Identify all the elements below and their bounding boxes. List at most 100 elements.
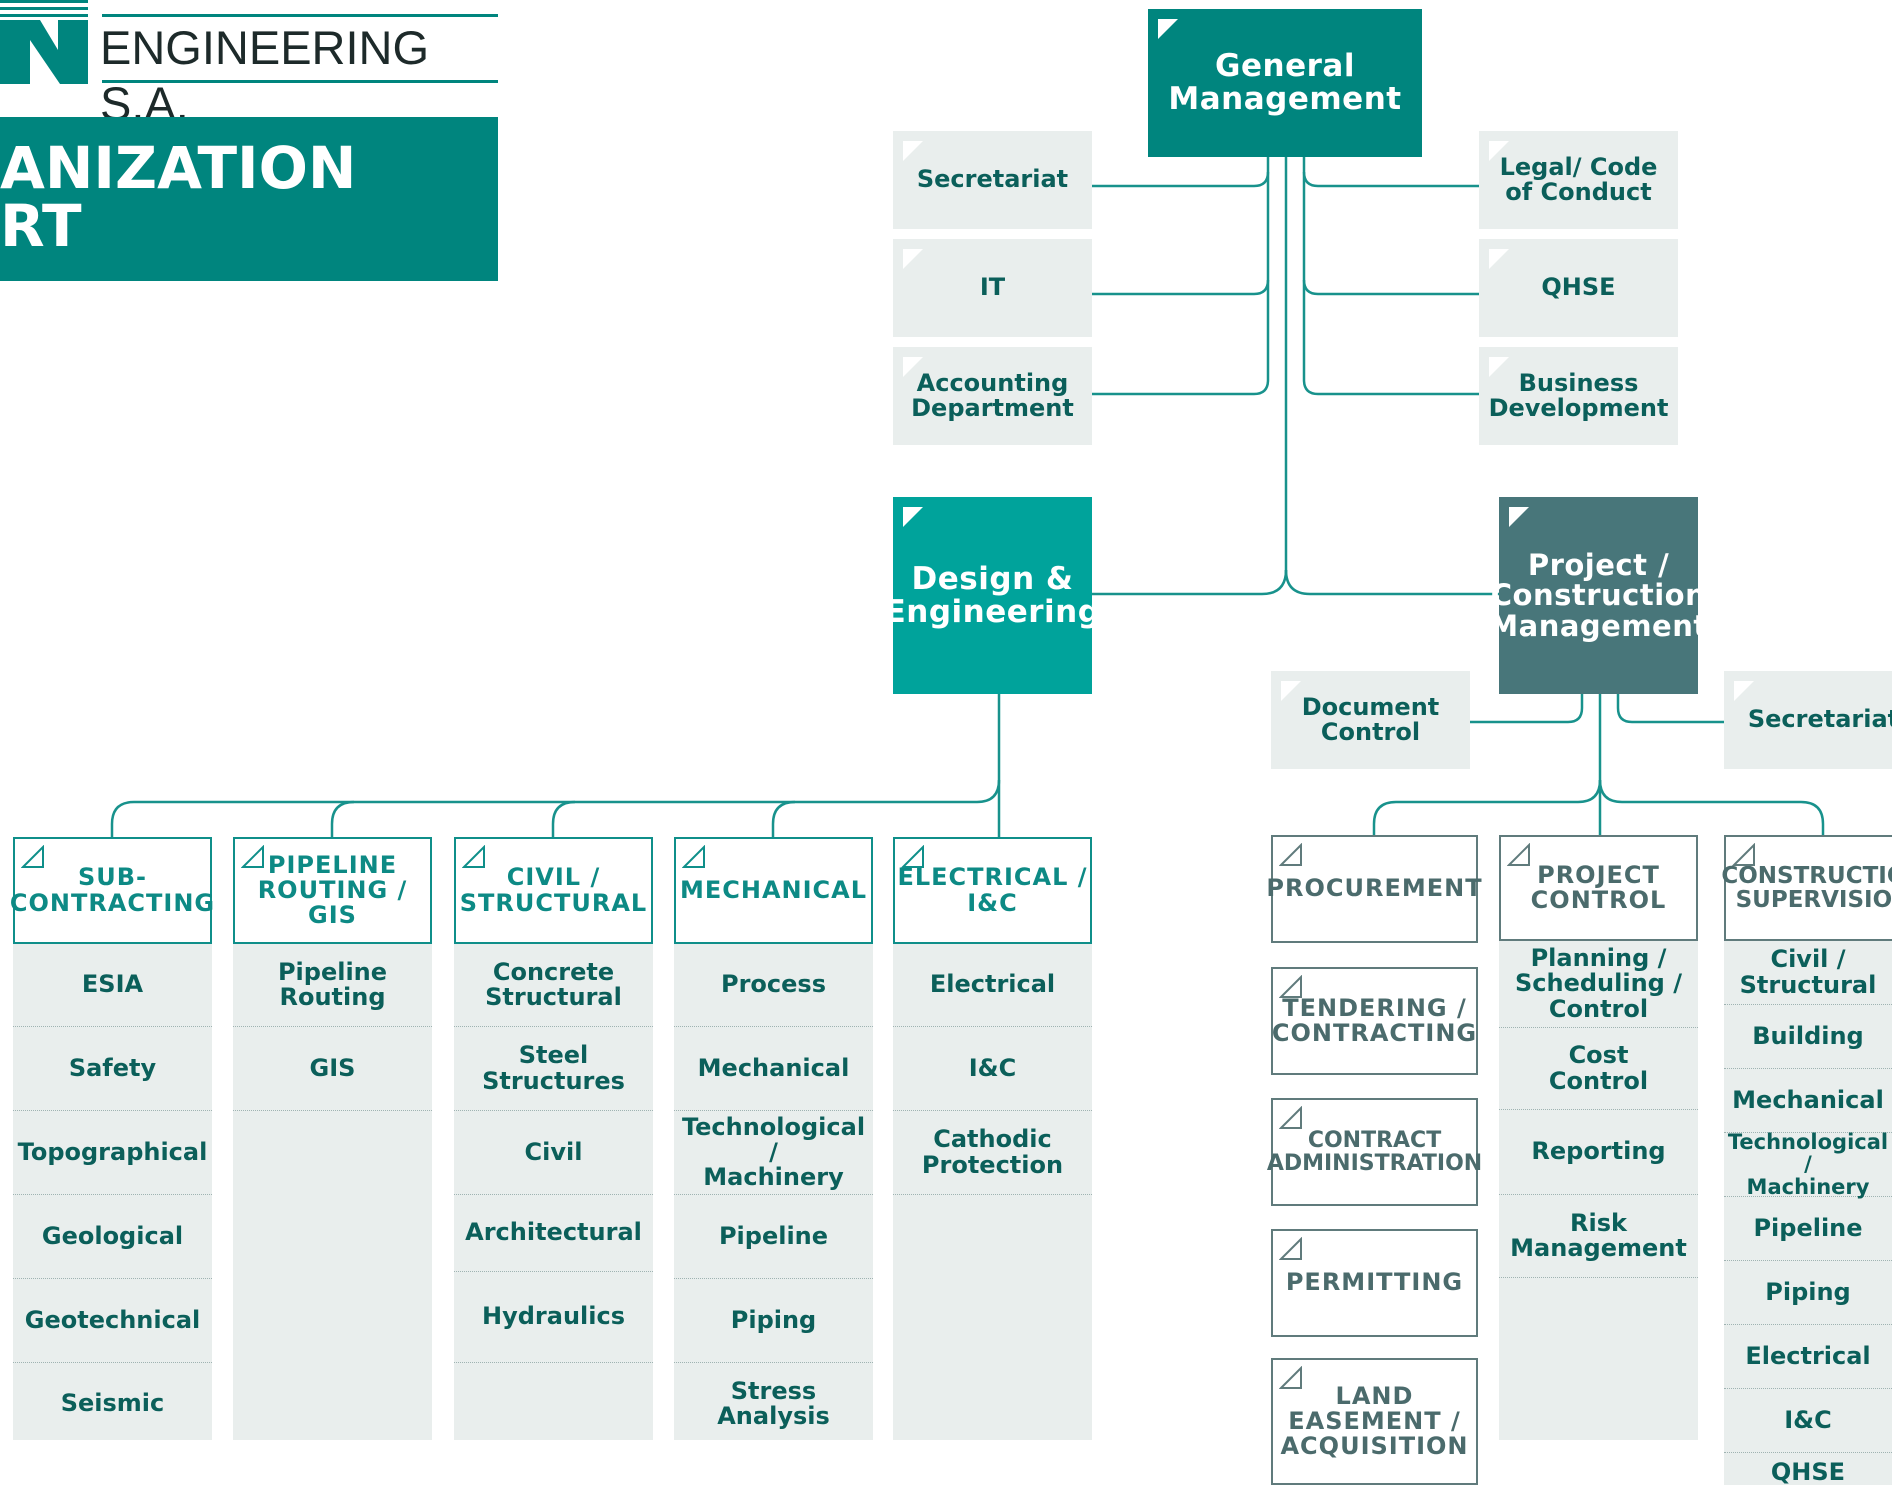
- corner-fold-icon: [903, 507, 923, 527]
- staff-label: Accounting Department: [911, 368, 1074, 422]
- corner-fold-icon: [1279, 1106, 1302, 1129]
- document-control-box[interactable]: Document Control: [1271, 671, 1470, 769]
- staff-label: Legal/ Code of Conduct: [1499, 152, 1658, 206]
- stack-title: LAND EASEMENT / ACQUISITION: [1280, 1381, 1469, 1461]
- tendering-contracting-box[interactable]: TENDERING / CONTRACTING: [1271, 967, 1478, 1075]
- list-item: Architectural: [454, 1195, 653, 1272]
- list-item: Concrete Structural: [454, 944, 653, 1027]
- stack-title: TENDERING / CONTRACTING: [1271, 993, 1478, 1047]
- project-control-header[interactable]: PROJECT CONTROL: [1499, 835, 1698, 941]
- list-item: Hydraulics: [454, 1272, 653, 1363]
- staff-label: QHSE: [1541, 273, 1616, 302]
- corner-fold-icon: [903, 357, 923, 377]
- dept-subcontracting-header[interactable]: SUB- CONTRACTING: [9, 837, 216, 944]
- land-easement-box[interactable]: LAND EASEMENT / ACQUISITION: [1271, 1358, 1478, 1485]
- staff-label: Business Development: [1488, 368, 1669, 422]
- list-item: Reporting: [1499, 1110, 1698, 1195]
- staff-legal[interactable]: Legal/ Code of Conduct: [1479, 131, 1678, 229]
- project-management-label: Project / Construction Management: [1489, 547, 1708, 643]
- corner-fold-icon: [901, 845, 924, 868]
- project-secretariat-label: Secretariat: [1747, 705, 1892, 734]
- list-item: Piping: [674, 1279, 873, 1363]
- list-item: Electrical: [893, 944, 1092, 1027]
- dept-title: PIPELINE ROUTING / GIS: [257, 850, 408, 930]
- construction-supervision-list: Civil / Structural Building Mechanical T…: [1724, 941, 1892, 1485]
- corner-fold-icon: [1279, 975, 1302, 998]
- list-item: Geotechnical: [13, 1279, 212, 1363]
- general-management-box[interactable]: General Management: [1148, 9, 1422, 157]
- list-item: Civil: [454, 1111, 653, 1195]
- logo-line-bottom: [102, 80, 498, 83]
- corner-fold-icon: [462, 845, 485, 868]
- corner-fold-icon: [1158, 19, 1178, 39]
- list-item: I&C: [1724, 1389, 1892, 1453]
- corner-fold-icon: [1734, 681, 1754, 701]
- dept-electrical-list: Electrical I&C Cathodic Protection: [893, 944, 1092, 1440]
- dept-title: ELECTRICAL / I&C: [897, 863, 1088, 917]
- list-item: Process: [674, 944, 873, 1027]
- corner-fold-icon: [682, 845, 705, 868]
- project-management-box[interactable]: Project / Construction Management: [1489, 497, 1707, 694]
- list-item: Pipeline Routing: [233, 944, 432, 1027]
- list-item: Pipeline: [1724, 1197, 1892, 1261]
- corner-fold-icon: [1281, 681, 1301, 701]
- corner-fold-icon: [1489, 249, 1509, 269]
- design-engineering-box[interactable]: Design & Engineering: [885, 497, 1100, 694]
- project-control-list: Planning / Scheduling / Control Cost Con…: [1499, 941, 1698, 1440]
- list-item: I&C: [893, 1027, 1092, 1111]
- corner-fold-icon: [1489, 141, 1509, 161]
- dept-title: SUB- CONTRACTING: [9, 863, 216, 917]
- list-item: ESIA: [13, 944, 212, 1027]
- dept-title: MECHANICAL: [679, 875, 868, 904]
- staff-label: Secretariat: [916, 165, 1069, 194]
- stack-title: CONTRACT ADMINISTRATION: [1266, 1127, 1483, 1176]
- dept-title: CIVIL / STRUCTURAL: [459, 863, 648, 917]
- design-engineering-label: Design & Engineering: [884, 560, 1101, 630]
- staff-it[interactable]: IT: [893, 239, 1092, 337]
- corner-fold-icon: [1279, 1237, 1302, 1260]
- corner-fold-icon: [1509, 507, 1529, 527]
- document-control-label: Document Control: [1301, 692, 1440, 746]
- stack-title: PROCUREMENT: [1266, 874, 1483, 903]
- list-item: Planning / Scheduling / Control: [1499, 941, 1698, 1028]
- staff-qhse[interactable]: QHSE: [1479, 239, 1678, 337]
- list-item: Topographical: [13, 1111, 212, 1195]
- company-name: ENGINEERING S.A.: [100, 21, 430, 130]
- title-banner: ANIZATION RT: [0, 117, 498, 281]
- list-item: Safety: [13, 1027, 212, 1111]
- company-logo: [0, 0, 90, 85]
- dept-pipeline-gis-header[interactable]: PIPELINE ROUTING / GIS: [233, 837, 432, 944]
- corner-fold-icon: [1507, 843, 1530, 866]
- corner-fold-icon: [903, 249, 923, 269]
- list-item: Pipeline: [674, 1195, 873, 1279]
- corner-fold-icon: [21, 845, 44, 868]
- corner-fold-icon: [903, 141, 923, 161]
- dept-civil-structural-header[interactable]: CIVIL / STRUCTURAL: [454, 837, 653, 944]
- list-item: GIS: [233, 1027, 432, 1111]
- list-item: Technological / Machinery: [674, 1111, 873, 1195]
- permitting-box[interactable]: PERMITTING: [1271, 1229, 1478, 1337]
- dept-mechanical-list: Process Mechanical Technological / Machi…: [674, 944, 873, 1440]
- construction-supervision-header[interactable]: CONSTRUCTION SUPERVISION: [1721, 835, 1892, 941]
- staff-accounting[interactable]: Accounting Department: [893, 347, 1092, 445]
- corner-fold-icon: [241, 845, 264, 868]
- dept-pipeline-gis-list: Pipeline Routing GIS: [233, 944, 432, 1440]
- project-secretariat-box[interactable]: Secretariat: [1724, 671, 1892, 769]
- corner-fold-icon: [1279, 843, 1302, 866]
- list-item: Risk Management: [1499, 1195, 1698, 1278]
- staff-business-development[interactable]: Business Development: [1479, 347, 1678, 445]
- list-item: Cathodic Protection: [893, 1111, 1092, 1195]
- logo-line-top: [102, 14, 498, 17]
- dept-civil-structural-list: Concrete Structural Steel Structures Civ…: [454, 944, 653, 1440]
- dept-electrical-header[interactable]: ELECTRICAL / I&C: [893, 837, 1092, 944]
- corner-fold-icon: [1732, 843, 1755, 866]
- contract-administration-box[interactable]: CONTRACT ADMINISTRATION: [1267, 1098, 1482, 1206]
- project-control-title: PROJECT CONTROL: [1530, 860, 1667, 914]
- list-item: Mechanical: [674, 1027, 873, 1111]
- staff-secretariat[interactable]: Secretariat: [893, 131, 1092, 229]
- list-item: Steel Structures: [454, 1027, 653, 1111]
- procurement-box[interactable]: PROCUREMENT: [1266, 835, 1482, 943]
- list-item: Civil / Structural: [1724, 941, 1892, 1005]
- dept-mechanical-header[interactable]: MECHANICAL: [674, 837, 873, 944]
